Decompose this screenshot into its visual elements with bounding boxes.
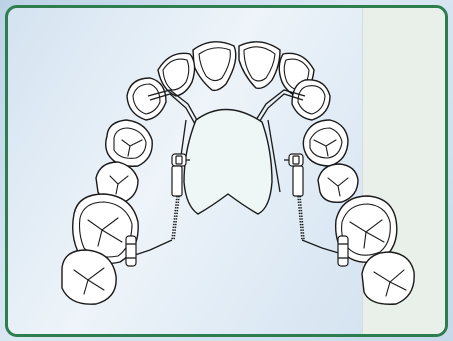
tooth-molar2-left [61,249,117,305]
dental-arch [61,41,415,305]
molar-band-left [125,235,137,267]
tooth-incisor-left [192,41,237,92]
tooth-canine-right [291,79,331,121]
expansion-screw-right [284,153,304,167]
tooth-incisor-right [238,41,281,90]
tooth-canine-left [126,77,167,121]
tooth-lateral-left [157,52,196,97]
coil-spring-right [292,165,343,255]
tooth-premolar1-left [105,119,153,167]
molar-band-right [337,235,349,267]
tooth-molar2-right [361,251,415,305]
tooth-premolar1-right [302,119,349,167]
acrylic-palatal-plate [183,108,273,215]
tooth-premolar2-right [317,163,359,203]
coil-spring-left [131,165,183,257]
